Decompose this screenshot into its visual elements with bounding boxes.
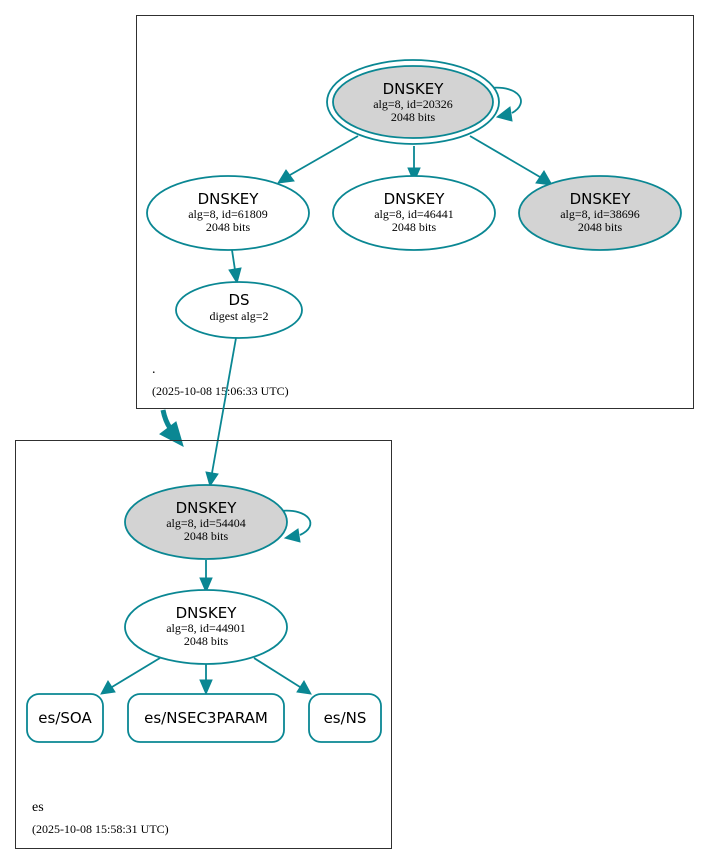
delegation-edge xyxy=(160,409,173,430)
rrset-es-ns: es/NS xyxy=(308,693,382,743)
rrset-box xyxy=(127,693,285,743)
arrow-54404-44901 xyxy=(199,577,213,594)
rrset-es-nsec3param: es/NSEC3PARAM xyxy=(127,693,285,743)
dnskey-title: DNSKEY xyxy=(176,604,238,622)
arrow-44901-soa xyxy=(100,680,116,695)
rrset-es-soa: es/SOA xyxy=(26,693,104,743)
dnskey-alg-id: alg=8, id=54404 xyxy=(166,516,246,530)
dnskey-bits: 2048 bits xyxy=(392,220,437,234)
rrset-label: es/NS xyxy=(324,709,367,727)
ds-digest: digest alg=2 xyxy=(209,309,268,323)
dnskey-title: DNSKEY xyxy=(383,80,445,98)
arrow-44901-ns xyxy=(296,680,312,695)
edge-44901-soa xyxy=(111,657,161,688)
es-zone-timestamp: (2025-10-08 15:58:31 UTC) xyxy=(32,822,169,836)
ds-title: DS xyxy=(228,291,249,309)
dnskey-node-54404: DNSKEY alg=8, id=54404 2048 bits xyxy=(124,484,288,560)
es-zone-name: es xyxy=(32,800,44,815)
dnskey-bits: 2048 bits xyxy=(206,220,251,234)
dnskey-ellipse xyxy=(124,484,288,560)
dnskey-bits: 2048 bits xyxy=(578,220,623,234)
ds-node: DS digest alg=2 xyxy=(175,281,303,339)
rrset-box xyxy=(26,693,104,743)
dnskey-bits: 2048 bits xyxy=(184,634,229,648)
root-zone-timestamp: (2025-10-08 15:06:33 UTC) xyxy=(152,384,289,398)
edge-20326-61809 xyxy=(289,135,359,176)
ds-ellipse xyxy=(175,281,303,339)
es-zone-cluster: es (2025-10-08 15:58:31 UTC) xyxy=(15,440,392,849)
rrset-box xyxy=(308,693,382,743)
arrow-20326-38696 xyxy=(535,170,553,186)
dnskey-bits: 2048 bits xyxy=(391,110,436,124)
dnskey-title: DNSKEY xyxy=(384,190,446,208)
dnskey-ellipse xyxy=(124,589,288,665)
edge-20326-38696 xyxy=(469,135,541,178)
es-edges xyxy=(100,509,312,696)
dnskey-ellipse xyxy=(146,175,310,251)
arrow-20326-46441 xyxy=(407,167,421,184)
dnskey-node-44901: DNSKEY alg=8, id=44901 2048 bits xyxy=(124,589,288,665)
edge-44901-ns xyxy=(253,657,301,688)
dnskey-ellipse xyxy=(518,175,682,251)
rrset-label: es/NSEC3PARAM xyxy=(144,709,268,727)
ksk-inner-ellipse xyxy=(332,65,494,139)
dnskey-alg-id: alg=8, id=20326 xyxy=(373,97,453,111)
dnskey-node-38696: DNSKEY alg=8, id=38696 2048 bits xyxy=(518,175,682,251)
rrset-label: es/SOA xyxy=(38,709,92,727)
es-zone-box xyxy=(15,440,392,849)
arrow-44901-nsec3param xyxy=(199,679,213,696)
arrow-54404-self xyxy=(283,528,301,543)
arrow-ds-54404 xyxy=(205,471,219,488)
arrow-20326-61809 xyxy=(277,169,295,184)
root-zone-cluster: . (2025-10-08 15:06:33 UTC) xyxy=(136,15,694,409)
dnskey-node-61809: DNSKEY alg=8, id=61809 2048 bits xyxy=(146,175,310,251)
edge-ds-54404 xyxy=(211,337,237,474)
arrow-20326-self xyxy=(495,106,513,122)
dnskey-bits: 2048 bits xyxy=(184,529,229,543)
arrow-61809-ds xyxy=(228,267,242,285)
delegation-arrowhead xyxy=(159,421,184,447)
edge-61809-ds xyxy=(231,249,236,271)
root-edges xyxy=(205,86,553,488)
dnskey-title: DNSKEY xyxy=(198,190,260,208)
dnskey-alg-id: alg=8, id=46441 xyxy=(374,207,454,221)
dnskey-node-46441: DNSKEY alg=8, id=46441 2048 bits xyxy=(332,175,496,251)
dnskey-alg-id: alg=8, id=38696 xyxy=(560,207,640,221)
edge-20326-self xyxy=(489,86,522,114)
root-zone-name: . xyxy=(152,362,156,377)
dnskey-ellipse xyxy=(332,175,496,251)
edge-54404-self xyxy=(279,509,312,536)
dnskey-title: DNSKEY xyxy=(570,190,632,208)
root-zone-box xyxy=(136,15,694,409)
dnskey-title: DNSKEY xyxy=(176,499,238,517)
dnskey-alg-id: alg=8, id=44901 xyxy=(166,621,246,635)
dnskey-alg-id: alg=8, id=61809 xyxy=(188,207,268,221)
dnskey-node-20326: DNSKEY alg=8, id=20326 2048 bits xyxy=(326,59,500,145)
